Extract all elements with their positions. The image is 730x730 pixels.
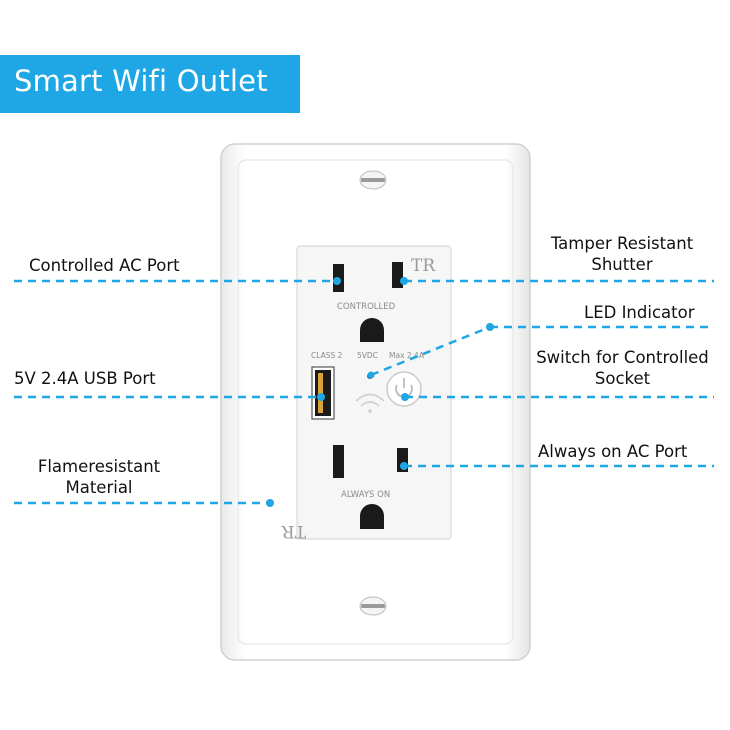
top-screw [359, 170, 387, 190]
label-tamper-line1: Tamper Resistant [550, 234, 694, 253]
always-on-slot-right [397, 448, 408, 472]
label-always-on-port: Always on AC Port [538, 442, 688, 461]
label-controlled-ac-port: Controlled AC Port [29, 256, 180, 275]
label-tamper-resistant: Tamper Resistant Shutter [540, 233, 704, 275]
class2-text: CLASS 2 [311, 351, 343, 360]
label-switch: Switch for Controlled Socket [520, 347, 725, 389]
label-tamper-line2: Shutter [591, 255, 653, 274]
controlled-text: CONTROLLED [337, 302, 396, 312]
always-on-ground-hole [360, 504, 384, 529]
label-flame-line1: Flameresistant [37, 457, 161, 476]
always-on-slot-left [333, 445, 344, 478]
title-banner: Smart Wifi Outlet [0, 55, 300, 113]
vdc-text: 5VDC [357, 351, 378, 360]
label-flame-line2: Material [65, 478, 133, 497]
label-flameresistant: Flameresistant Material [24, 456, 174, 498]
bottom-screw [359, 596, 387, 616]
tr-mark-bottom: TR [281, 521, 306, 541]
usb-port [311, 366, 335, 420]
wifi-icon [355, 393, 385, 413]
page-title: Smart Wifi Outlet [14, 64, 268, 98]
max-text: Max 2.4A [389, 351, 425, 360]
controlled-ground-hole [360, 318, 384, 342]
controlled-slot-right [392, 262, 403, 288]
label-switch-line2: Socket [594, 369, 651, 388]
label-led-indicator: LED Indicator [584, 303, 695, 322]
always-on-text: ALWAYS ON [341, 490, 390, 500]
label-usb-port: 5V 2.4A USB Port [14, 369, 156, 388]
tr-mark-top: TR [411, 256, 436, 276]
label-switch-line1: Switch for Controlled [536, 348, 709, 367]
power-icon [386, 371, 422, 407]
callout-line-led-d [370, 325, 491, 377]
